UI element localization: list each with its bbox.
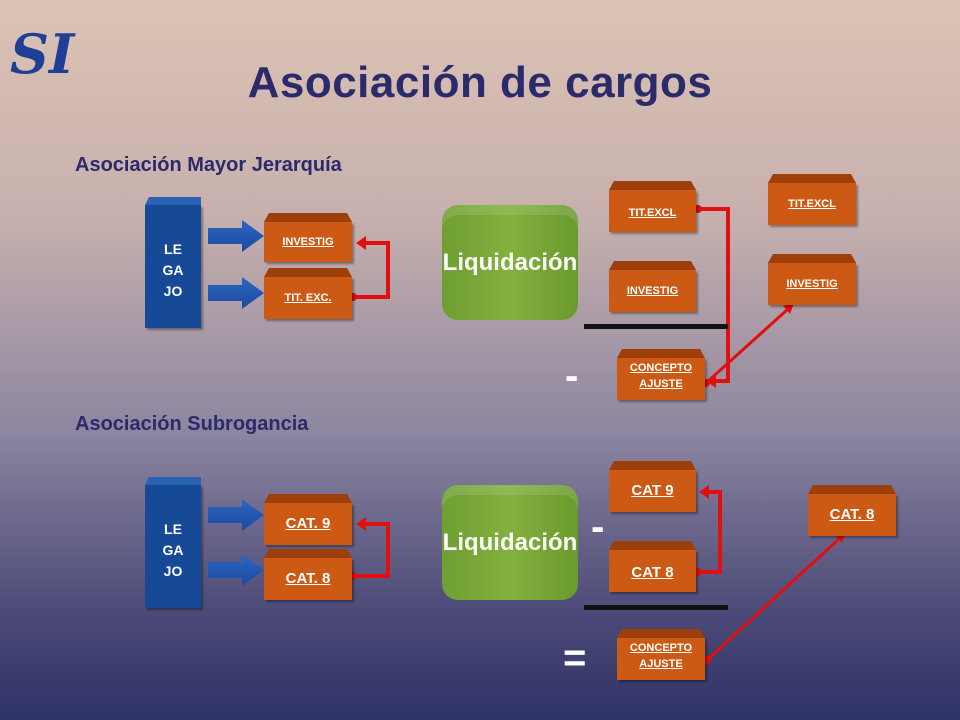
arrowhead-icon	[356, 236, 366, 250]
arrow-icon	[208, 220, 264, 252]
concepto-ajuste-box: CONCEPTO AJUSTE	[617, 638, 705, 680]
arrow-icon	[208, 277, 264, 309]
ajuste-label: AJUSTE	[639, 658, 683, 670]
concepto-label: CONCEPTO	[629, 642, 693, 654]
stack-box-cat-9: CAT 9	[609, 470, 696, 512]
separator-bar	[584, 605, 728, 610]
input-box-cat-9: CAT. 9	[264, 503, 352, 545]
connector-dot	[694, 568, 702, 576]
liquidacion-block: Liquidación	[442, 485, 578, 600]
legajo-block: LE GA JO	[145, 205, 201, 328]
minus-operator: -	[565, 354, 579, 398]
bracket-connector	[353, 522, 390, 578]
bracket-connector	[698, 207, 730, 383]
section-heading-subrogancia: Asociación Subrogancia	[75, 413, 309, 435]
diagonal-connector	[704, 307, 790, 385]
stack-box-cat-8: CAT 8	[609, 550, 696, 592]
ajuste-label: AJUSTE	[639, 378, 683, 390]
bracket-connector	[353, 241, 390, 299]
stack-box-investig: INVESTIG	[609, 270, 696, 312]
equals-operator: =	[563, 636, 587, 680]
concepto-label: CONCEPTO	[629, 362, 693, 374]
legajo-text: JO	[163, 283, 183, 299]
legajo-text: GA	[162, 262, 184, 278]
connector-dot	[694, 205, 702, 213]
stack-box-tit-excl: TIT.EXCL	[609, 190, 696, 232]
result-box-tit-excl: TIT.EXCL	[768, 183, 856, 225]
arrowhead-icon	[783, 303, 794, 314]
arrowhead-icon	[356, 517, 366, 531]
result-box-cat-8: CAT. 8	[808, 494, 896, 536]
arrow-icon	[208, 499, 264, 531]
legajo-text: LE	[164, 241, 182, 257]
connector-dot	[703, 656, 711, 664]
result-box-investig: INVESTIG	[768, 263, 856, 305]
page-title: Asociación de cargos	[247, 58, 713, 107]
legajo-block: LE GA JO	[145, 485, 201, 608]
section-heading-mayor-jerarquia: Asociación Mayor Jerarquía	[75, 154, 342, 176]
logo: SI	[10, 22, 75, 86]
legajo-text: JO	[163, 563, 183, 579]
input-box-investig: INVESTIG	[264, 222, 352, 262]
minus-operator: -	[591, 505, 605, 549]
legajo-text: GA	[162, 542, 184, 558]
concepto-ajuste-box: CONCEPTO AJUSTE	[617, 358, 705, 400]
separator-bar	[584, 324, 728, 329]
legajo-text: LE	[164, 521, 182, 537]
diagonal-connector	[705, 536, 842, 662]
arrow-icon	[208, 554, 264, 586]
input-box-cat-8: CAT. 8	[264, 558, 352, 600]
input-box-tit-exc: TIT. EXC.	[264, 277, 352, 319]
liquidacion-block: Liquidación	[442, 205, 578, 320]
bracket-connector	[698, 490, 722, 574]
arrowhead-icon	[699, 485, 709, 499]
